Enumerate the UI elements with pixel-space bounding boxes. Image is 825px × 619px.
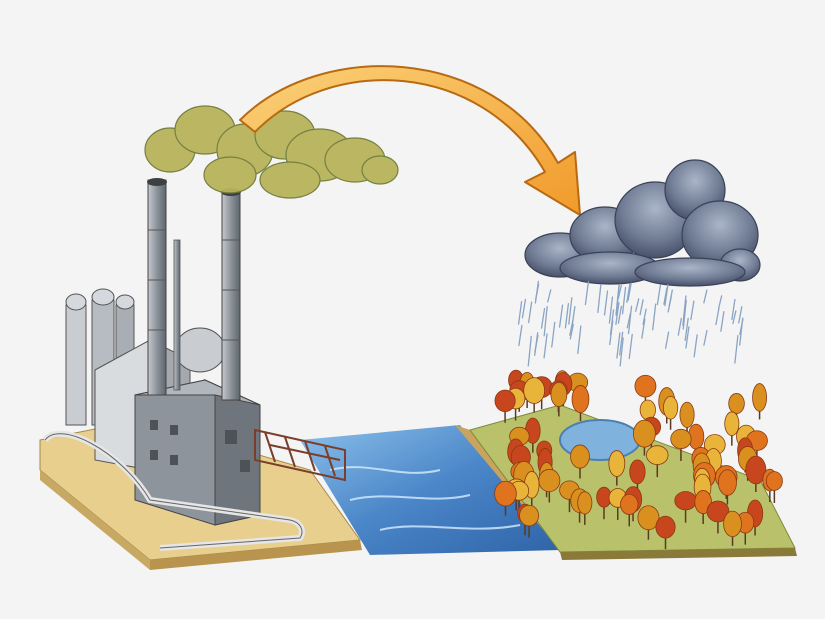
rain-drop [621, 286, 627, 315]
rain-drop [628, 333, 633, 360]
rain-drop [584, 281, 590, 306]
rain-drop [534, 283, 540, 301]
tree-icon [519, 504, 540, 538]
rain-drop [617, 305, 623, 324]
rain-drop [616, 332, 621, 359]
rain-drop [609, 309, 615, 336]
rain-drop [569, 323, 574, 340]
tree-icon [723, 510, 742, 546]
rain-drop [652, 303, 657, 331]
rain-drop [627, 282, 632, 301]
tree-icon [570, 444, 590, 479]
tree-icon [571, 385, 590, 422]
rain-drop [663, 287, 668, 305]
rain-drop [617, 284, 622, 299]
rain-drop [534, 334, 539, 353]
tree-icon [550, 381, 568, 417]
tree-icon [494, 389, 516, 423]
rain-drop [568, 297, 573, 325]
rain-drop [551, 321, 556, 348]
tree-icon [633, 419, 656, 456]
factory-windows [150, 420, 250, 472]
rain-drop [684, 317, 689, 342]
tree-icon [717, 469, 737, 505]
rain-drop [627, 305, 633, 335]
tree-icon [679, 401, 695, 437]
rain-drop [635, 298, 640, 312]
forest [494, 369, 783, 550]
rain-drop [720, 311, 725, 332]
rain-drop [577, 325, 582, 355]
rain-drop [608, 296, 614, 324]
tree-icon [752, 383, 767, 420]
rain-drop [521, 298, 527, 319]
tree-icon [494, 480, 517, 516]
rain-drop [731, 298, 736, 321]
rain-drop [527, 301, 533, 324]
tree-icon [596, 486, 612, 520]
smokestack-icon [147, 178, 241, 401]
rain-icon [517, 280, 744, 367]
rain-drop [527, 335, 532, 367]
rain-drop [558, 304, 564, 328]
rain-drop [703, 329, 708, 346]
tree-icon [646, 445, 669, 478]
bridge [254, 428, 346, 482]
rain-drop [540, 308, 546, 329]
tree-icon [670, 428, 692, 461]
tree-icon [655, 515, 676, 550]
rain-drop [564, 302, 570, 329]
tree-icon [724, 411, 740, 446]
rain-drop [543, 333, 548, 359]
tree-icon [745, 455, 767, 492]
rain-drop [517, 300, 523, 325]
rain-drop [682, 295, 687, 326]
smoke-cloud [144, 105, 399, 199]
rain-drop [641, 318, 646, 339]
rain-drop [703, 289, 708, 304]
rain-drop [639, 299, 644, 316]
tree-icon [663, 395, 679, 430]
tree-icon [620, 493, 639, 527]
rain-drop [685, 326, 690, 349]
rain-drop [603, 290, 609, 316]
rain-drop [626, 283, 631, 303]
rain-drop [518, 324, 523, 347]
rain-drop [656, 284, 662, 306]
rain-drop [732, 310, 737, 325]
rain-drop [668, 289, 673, 307]
rain-drop [543, 306, 548, 337]
rain-drop [738, 306, 743, 324]
rain-drop [690, 300, 695, 321]
tree-icon [637, 505, 660, 540]
tree-icon [765, 471, 783, 504]
rain-drop [718, 295, 723, 309]
rain-drop [739, 318, 744, 335]
rain-drop [664, 331, 670, 349]
rain-drop [734, 334, 739, 364]
cloud-icon [524, 159, 761, 287]
rain-drop [615, 301, 620, 326]
tree-icon [706, 500, 730, 534]
rain-drop [677, 317, 682, 336]
rain-drop [569, 319, 574, 336]
tree-icon [523, 377, 545, 413]
tree-icon [577, 491, 593, 525]
arrow-icon [239, 65, 581, 216]
tree-icon [608, 450, 626, 486]
rain-drop [693, 334, 698, 358]
rain-drop [642, 308, 647, 326]
rain-drop [547, 289, 552, 303]
rain-drop [682, 299, 687, 330]
rain-drop [619, 331, 624, 356]
rain-drop [619, 337, 624, 367]
rain-drop [715, 307, 720, 326]
rain-drop [615, 283, 620, 315]
rain-drop [597, 283, 602, 314]
